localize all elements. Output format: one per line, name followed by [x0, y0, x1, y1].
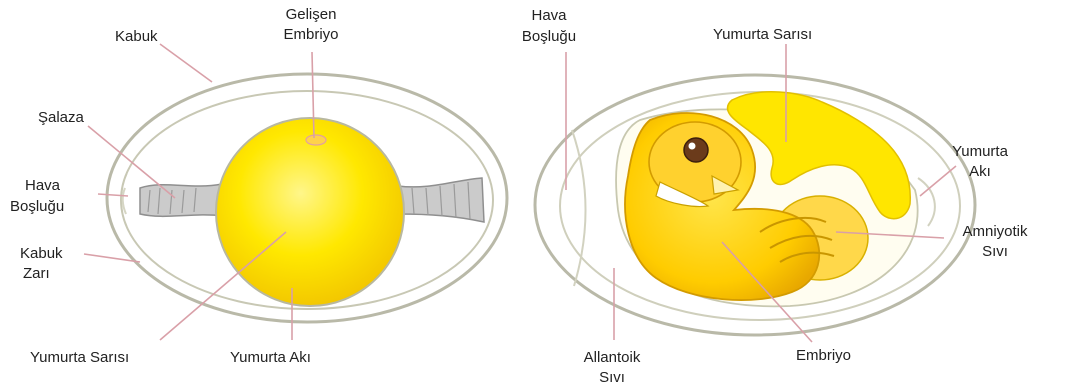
germinal-disc: [306, 135, 326, 145]
label-salaza: Şalaza: [38, 109, 85, 126]
label-embriyo: Embriyo: [796, 347, 851, 364]
label-kabuk-zari-line2: Zarı: [23, 265, 50, 282]
label-hava-left-line1: Hava: [25, 177, 61, 194]
label-allantoik-line2: Sıvı: [599, 369, 625, 386]
embryo-eye: [684, 138, 708, 162]
label-amniyotik-line2: Sıvı: [982, 243, 1008, 260]
label-hava-right-line2: Boşluğu: [522, 28, 576, 45]
left-egg: [107, 74, 507, 322]
left-chalaza: [140, 184, 224, 216]
label-amniyotik-line1: Amniyotik: [962, 223, 1028, 240]
label-yumurta-sarisi-left: Yumurta Sarısı: [30, 349, 129, 366]
label-kabuk-zari-line1: Kabuk: [20, 245, 63, 262]
label-hava-left-line2: Boşluğu: [10, 198, 64, 215]
embryo-eye-highlight: [689, 143, 696, 150]
left-egg-yolk: [216, 118, 404, 306]
leader-kabuk: [160, 44, 212, 82]
label-yumurta-aki-left: Yumurta Akı: [230, 349, 311, 366]
right-egg: [535, 75, 975, 335]
label-yumurta-aki-right-line2: Akı: [969, 163, 991, 180]
label-gelisen-embriyo-line2: Embriyo: [283, 26, 338, 43]
label-yumurta-sarisi-right: Yumurta Sarısı: [713, 26, 812, 43]
label-yumurta-aki-right-line1: Yumurta: [952, 143, 1009, 160]
label-hava-right-line1: Hava: [531, 7, 567, 24]
label-gelisen-embriyo-line1: Gelişen: [286, 6, 337, 23]
label-kabuk: Kabuk: [115, 28, 158, 45]
label-allantoik-line1: Allantoik: [584, 349, 641, 366]
